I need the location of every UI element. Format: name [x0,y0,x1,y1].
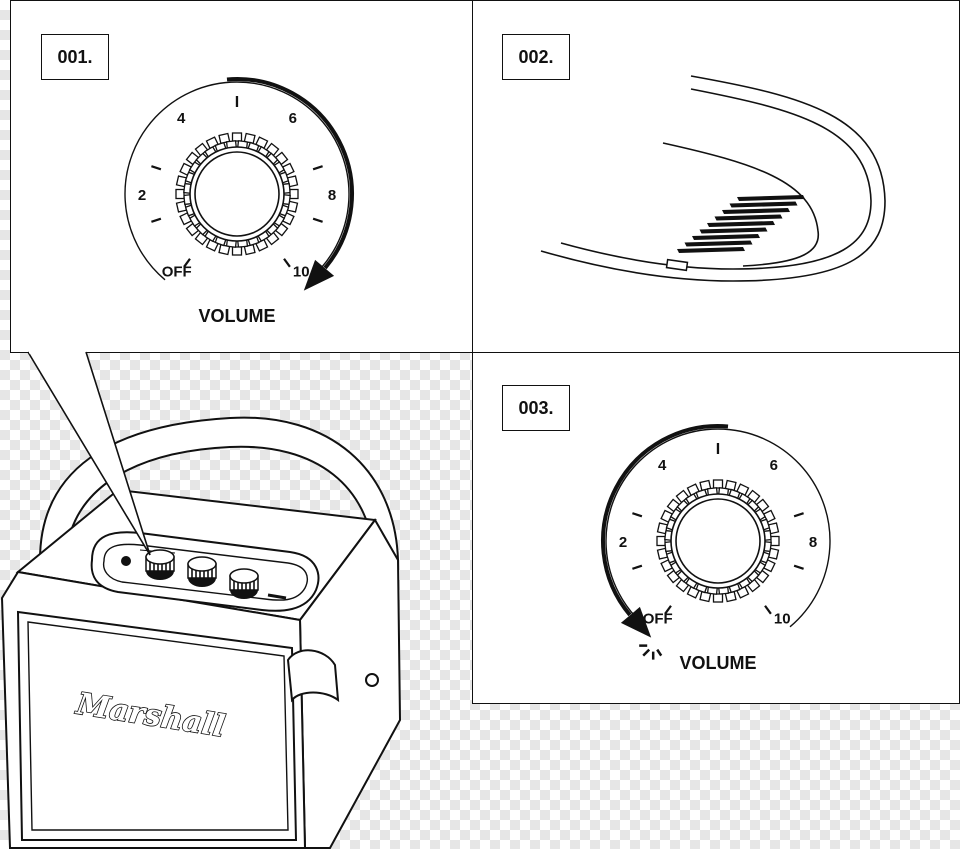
step-panel-1: 001. I 2 4 6 8 10 OFF VOLUME [10,0,473,353]
battery-bar [722,208,790,214]
dial-1-tick-label: 2 [138,187,146,204]
dial-3-tick-label: 8 [809,534,817,551]
speaker-knob [145,549,175,580]
dial-1-direction-arrow [226,77,354,291]
speaker-icon [0,416,402,849]
dial-3-direction-arrow [601,424,729,660]
dial-1-tick-label: 10 [293,264,310,281]
dial-1-title: VOLUME [198,306,275,326]
dial-1-tick-label: 6 [289,110,297,127]
dial-3-tick [664,605,672,615]
dial-1-tick [151,165,162,171]
dial-3-off-label: OFF [643,611,673,628]
battery-bar [707,221,775,227]
battery-bar [684,240,753,247]
speaker-knobs [145,549,259,599]
dial-3-tick-label: 2 [619,534,627,551]
dial-3-outer-arc [605,428,831,628]
dial-1-tick [312,217,323,223]
dial-1-knob [175,132,299,256]
dial-1-tick [183,258,191,268]
battery-bar [737,195,805,201]
dial-1-tick [283,258,291,268]
dial-1-outer-arc [124,81,350,281]
speaker-knob [187,556,217,587]
step-panel-3: 003. I 2 4 6 8 10 OFF VOLUME [472,352,960,704]
dial-3-tick-label-center: I [716,441,720,458]
dial-3-tick [632,512,643,518]
step-label-3: 003. [502,385,570,431]
dial-3-title: VOLUME [679,653,756,673]
dial-3-tick [764,605,772,615]
dial-3-tick-label: 4 [658,457,667,474]
battery-outline-icon [665,258,689,272]
battery-bar [729,201,798,208]
volume-dial-1: I 2 4 6 8 10 OFF VOLUME [124,77,354,326]
battery-bar [699,227,768,234]
dial-1-tick-label: 4 [177,110,186,127]
dial-3-tick [793,512,804,518]
volume-dial-3: I 2 4 6 8 10 OFF VOLUME [601,424,831,673]
speaker-knob [229,568,259,599]
dial-1-tick-label: 8 [328,187,336,204]
step-panel-2: 002. [472,0,960,353]
dial-3-knob [656,479,780,603]
battery-level-icon [665,195,805,272]
dial-1-tick [312,165,323,171]
speaker-top-view [540,75,886,282]
step-label-1: 001. [41,34,109,80]
dial-1-tick [151,217,162,223]
battery-bar [692,234,760,240]
step-label-2: 002. [502,34,570,80]
dial-3-tick [793,564,804,570]
battery-bar [714,214,783,221]
dial-3-tick-label: 10 [774,611,791,628]
dial-3-tick [632,564,643,570]
dial-1-off-label: OFF [162,264,192,281]
dial-3-tick-label: 6 [770,457,778,474]
battery-bar [677,247,745,253]
dial-1-tick-label-center: I [235,94,239,111]
